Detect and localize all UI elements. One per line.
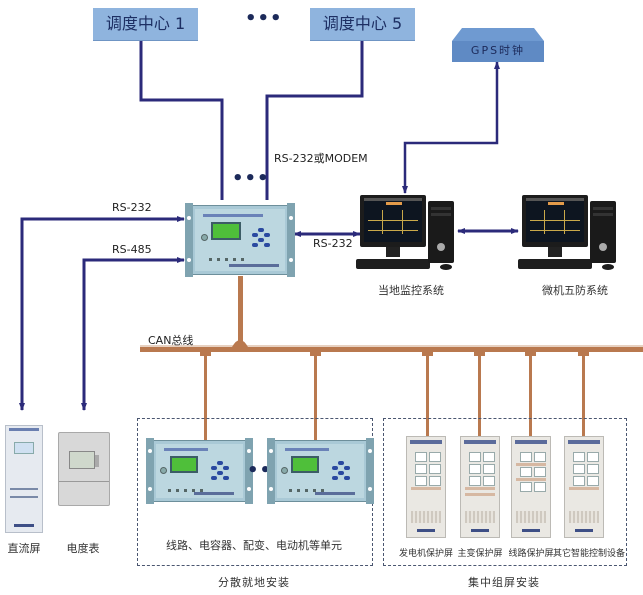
line-gps [402,61,500,194]
centralized-group-title: 集中组屏安装 [468,576,540,589]
ellipsis-dispatch: ••• [245,8,283,29]
keyboard-icon [356,259,430,269]
tower-icon [590,201,616,263]
lcd-screen [211,222,241,240]
mouse-icon [602,264,614,270]
label-can-bus: CAN总线 [148,334,194,347]
line-dispatch5 [265,34,364,200]
label-rs232-left: RS-232 [112,201,152,214]
ellipsis-links: ••• [232,168,270,189]
keypad [329,461,353,483]
line-rs485-left [81,257,185,411]
monitor-icon [360,195,426,247]
caption-main-transformer-protection: 主变保护屏 [457,549,503,559]
local-monitor-pc [356,195,460,275]
lcd-screen [291,456,319,473]
line-rs232-left [19,216,185,411]
caption-other-devices: 其它智能控制设备 [553,549,626,559]
generator-protection-panel [406,436,446,538]
label-rs232-right: RS-232 [313,237,353,250]
monitor-icon [522,195,588,247]
keypad [249,228,273,250]
caption-dc-panel: 直流屏 [7,542,41,555]
dispatch-center-1: 调度中心 1 [93,8,198,41]
keypad [208,461,232,483]
five-prevention-pc [518,195,622,275]
dispatch-center-5: 调度中心 5 [310,8,415,41]
distributed-group-title: 分散就地安装 [218,576,290,589]
bay-unit-device-n [267,438,374,504]
centralized-install-group [383,418,627,566]
line-protection-panel [511,436,551,538]
line-dispatch1 [139,34,224,200]
energy-meter-device [58,432,110,506]
gps-box-icon [452,28,544,62]
caption-five-prevention: 微机五防系统 [542,284,608,297]
keyboard-icon [518,259,592,269]
label-rs485-left: RS-485 [112,243,152,256]
dc-panel-cabinet [5,425,43,533]
caption-energy-meter: 电度表 [66,542,100,555]
label-rs232-modem: RS-232或MODEM [274,152,368,165]
other-intelligent-device-panel [564,436,604,538]
caption-distributed-units: 线路、电容器、配变、电动机等单元 [166,539,342,552]
mouse-icon [440,264,452,270]
caption-generator-protection: 发电机保护屏 [398,549,453,559]
tower-icon [428,201,454,263]
main-transformer-protection-panel [460,436,500,538]
communication-manager-device [185,203,295,277]
bay-unit-device-1 [146,438,253,504]
gps-label: GPS时钟 [470,44,526,57]
can-bus-line [140,347,643,352]
caption-local-monitor: 当地监控系统 [378,284,444,297]
lcd-screen [170,456,198,473]
gps-clock: GPS时钟 [452,28,544,64]
caption-line-protection: 线路保护屏 [508,549,554,559]
